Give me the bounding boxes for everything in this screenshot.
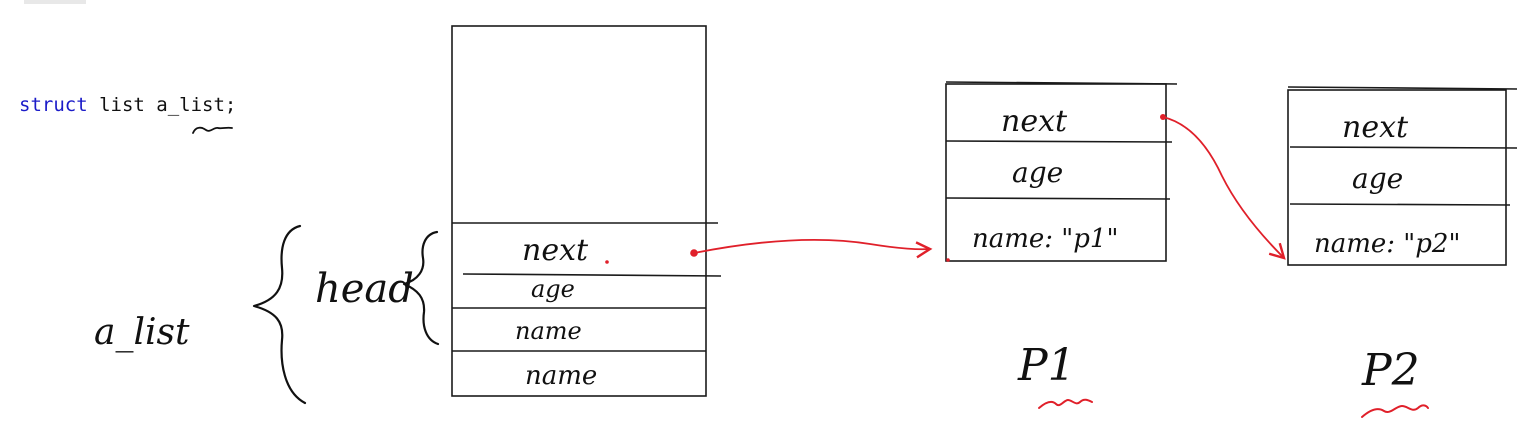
node-p1-field-next: next xyxy=(1001,104,1068,139)
p1-red-squiggle xyxy=(1038,398,1093,409)
label-head: head xyxy=(315,266,414,312)
node-p2-field-next: next xyxy=(1342,110,1409,145)
window-edge xyxy=(24,0,86,4)
stray-red-dot xyxy=(605,260,609,264)
code-underline-squiggle xyxy=(192,126,233,134)
node-p1-border xyxy=(945,83,1167,262)
stray-red-dot-p1 xyxy=(946,258,950,262)
code-declaration: struct list a_list; xyxy=(19,93,236,117)
stack-frame: next age name name xyxy=(451,25,722,397)
stack-field-age: age xyxy=(531,275,575,303)
stack-field-name-2: name xyxy=(525,361,597,391)
node-p1-field-age: age xyxy=(1012,156,1063,189)
node-p2-divider-2 xyxy=(1289,203,1511,206)
stack-frame-border xyxy=(451,25,707,397)
node-p1-divider-2 xyxy=(945,197,1171,200)
brace-a-list xyxy=(252,224,307,405)
code-declaration-rest: list a_list; xyxy=(87,94,237,116)
p2-red-squiggle xyxy=(1361,404,1429,418)
node-p2-divider-1 xyxy=(1289,146,1518,149)
node-p1-divider-1 xyxy=(945,140,1173,143)
code-keyword-struct: struct xyxy=(19,94,88,116)
node-p1: next age name: "p1" xyxy=(945,81,1178,262)
label-p2: P2 xyxy=(1361,345,1420,396)
label-a-list: a_list xyxy=(94,312,190,353)
stack-field-name: name xyxy=(515,317,582,345)
pointer-head-to-p1 xyxy=(693,238,933,259)
node-p2-field-age: age xyxy=(1352,162,1403,195)
node-p1-field-name: name: "p1" xyxy=(972,224,1118,254)
node-p2-border xyxy=(1287,89,1507,266)
node-p2-top-tick xyxy=(1287,86,1518,90)
node-p2-field-name: name: "p2" xyxy=(1314,229,1460,259)
stack-field-next: next xyxy=(522,233,589,268)
brace-head xyxy=(402,230,440,346)
pointer-p1-to-p2 xyxy=(1162,116,1286,260)
stack-divider-next-age xyxy=(462,273,722,277)
label-p1: P1 xyxy=(1017,340,1076,391)
node-p2: next age name: "p2" xyxy=(1287,86,1518,266)
